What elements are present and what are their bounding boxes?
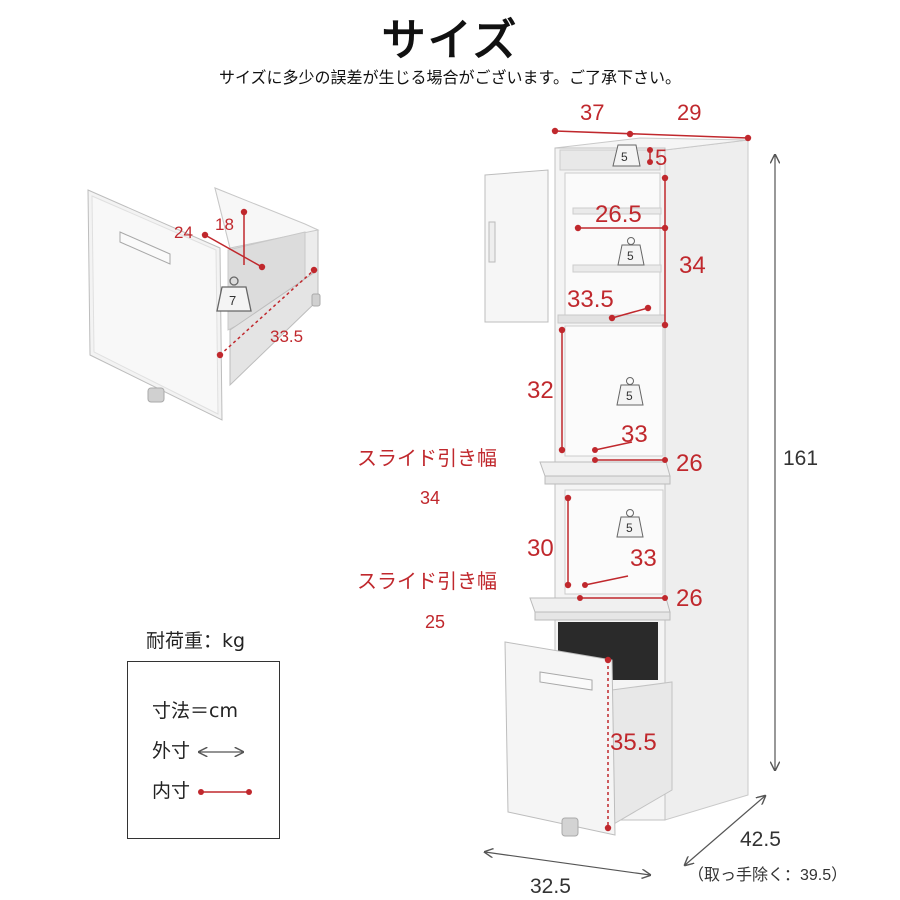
- drawer-depth-label: 24: [174, 223, 193, 242]
- total-height-label: 161: [783, 447, 818, 470]
- shelf-load-label: 5: [627, 249, 634, 263]
- inner-label: 内寸: [152, 780, 191, 802]
- slide2-depth-label: 33: [630, 545, 657, 572]
- weight-icon: [616, 509, 644, 538]
- slide1-range-label: スライド引き幅: [357, 447, 497, 470]
- top-gap-label: 5: [655, 145, 667, 170]
- outer-label: 外寸: [152, 740, 191, 762]
- shelf-width-label: 26.5: [595, 201, 642, 228]
- inner-line-icon: [198, 788, 253, 795]
- slide1-range-value: 34: [420, 488, 440, 508]
- drawer-height-label: 35.5: [610, 729, 657, 756]
- outer-dimension-row: 外寸: [152, 736, 246, 763]
- weight-icon: [216, 276, 252, 312]
- legend-box: 寸法＝cm 外寸 内寸: [127, 661, 280, 839]
- side-depth-label: 42.5: [740, 828, 781, 851]
- slide1-height-label: 32: [527, 377, 554, 404]
- weight-icon: [617, 237, 645, 266]
- cabinet-illustration: [484, 137, 749, 837]
- slide2-width-label: 26: [676, 585, 703, 612]
- top-load-label: 5: [621, 150, 628, 164]
- slide2-range-label: スライド引き幅: [357, 570, 497, 593]
- bottom-width-label: 32.5: [530, 875, 571, 898]
- drawer-load-label: 7: [229, 293, 236, 308]
- drawer-detail-illustration: [87, 187, 321, 421]
- inner-dimension-row: 内寸: [152, 776, 256, 803]
- slide1-depth-label: 33: [621, 421, 648, 448]
- drawer-height-label: 18: [215, 215, 234, 234]
- slide2-range-value: 25: [425, 612, 445, 632]
- upper-depth-label: 33.5: [567, 286, 614, 313]
- slide2-load-label: 5: [626, 521, 633, 535]
- load-unit-title: 耐荷重：kg: [146, 630, 246, 652]
- outer-arrow-icon: [196, 746, 246, 758]
- page-title: サイズ: [381, 15, 519, 66]
- inner-dimensions: [551, 127, 752, 832]
- unit-label: 寸法＝cm: [152, 700, 238, 722]
- slide1-width-label: 26: [676, 450, 703, 477]
- top-width-left-label: 37: [580, 100, 604, 125]
- weight-icon: [616, 377, 644, 406]
- slide1-load-label: 5: [626, 389, 633, 403]
- top-width-right-label: 29: [677, 100, 701, 125]
- page-subtitle: サイズに多少の誤差が生じる場合がございます。ご了承下さい。: [219, 68, 681, 87]
- slide2-height-label: 30: [527, 535, 554, 562]
- outer-dimensions: [485, 155, 775, 875]
- unit-row: 寸法＝cm: [152, 696, 238, 723]
- drawer-inner-dimensions: [201, 208, 318, 359]
- weight-icon: [612, 144, 641, 167]
- side-depth-note: （取っ手除く：39.5）: [688, 866, 847, 884]
- upper-height-label: 34: [679, 252, 706, 279]
- drawer-width-label: 33.5: [270, 327, 303, 346]
